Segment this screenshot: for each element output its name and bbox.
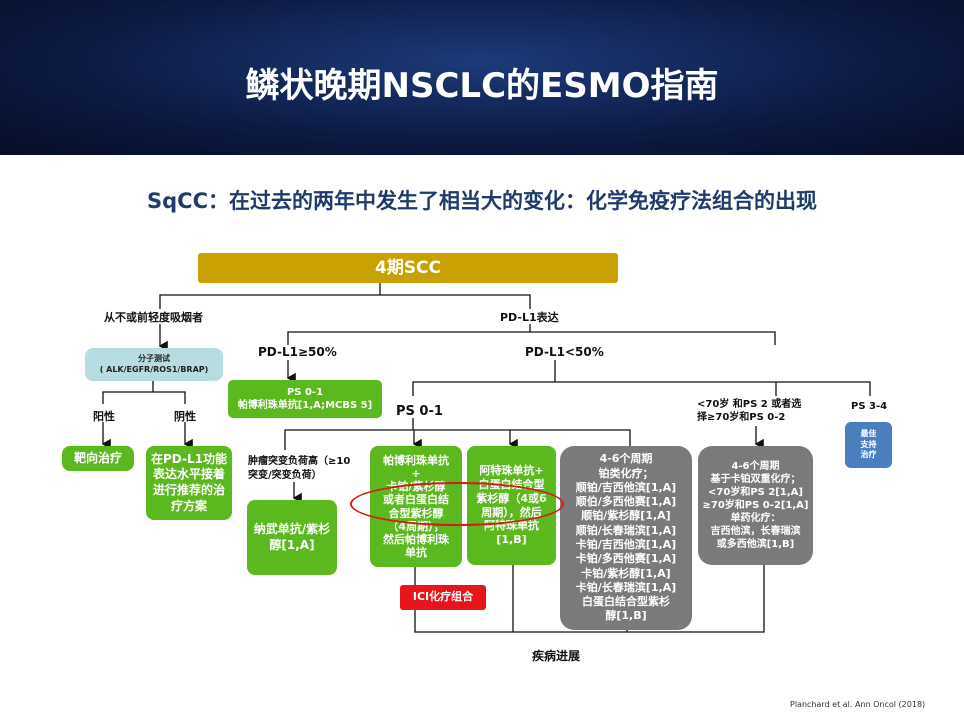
line: 肿瘤突变负荷高（≥10 — [248, 456, 351, 467]
line: [1,B] — [496, 533, 527, 546]
line: ≥70岁和PS 0-2[1,A] — [702, 500, 809, 511]
line: 顺伯/多西他赛[1,A] — [575, 495, 677, 509]
line: 卡铂/紫杉醇[1,A] — [581, 566, 671, 580]
mol-test-genes: ( ALK/EGFR/ROS1/BRAP) — [99, 364, 209, 374]
line: 帕博利珠单抗 — [383, 453, 449, 467]
nivolumab-box: 纳武单抗/紫杉醇[1,A] — [247, 500, 337, 575]
progression-label: 疾病进展 — [532, 649, 581, 663]
line: 帕博利珠单抗[1,A;MCBS 5] — [237, 400, 373, 411]
pdl1-low-label: PD-L1<50% — [525, 345, 604, 359]
line: 卡铂/多西他赛[1,A] — [575, 552, 677, 566]
line: PS 0-1 — [286, 387, 324, 398]
line: 卡铂/吉西他滨[1,A] — [575, 538, 677, 551]
line: 铂类化疗； — [598, 466, 654, 480]
platinum-chemo-box: 4-6个周期铂类化疗；顺铂/吉西他滨[1,A]顺伯/多西他赛[1,A]顺铂/紫杉… — [560, 446, 692, 630]
line: <70岁 和PS 2 或者选 — [697, 399, 802, 410]
line: 基于卡铂双重化疗； — [710, 474, 801, 485]
line: 在PD-L1功能 — [151, 451, 227, 466]
pdl1-negative-box: 在PD-L1功能表达水平接着进行推荐的治疗方案 — [146, 446, 232, 520]
line: 吉西他滨，长春瑞滨 — [710, 526, 801, 537]
line: 然后帕博利珠 — [383, 532, 449, 546]
line: 4-6个周期 — [599, 452, 653, 466]
carboplatin-doublet-box: 4-6个周期基于卡铂双重化疗； <70岁和PS 2[1,A] ≥70岁和PS 0-2… — [698, 446, 813, 565]
stage4-scc-box: 4期SCC — [198, 253, 618, 283]
pdl1-expression-label: PD-L1表达 — [500, 311, 559, 324]
positive-label: 阳性 — [93, 410, 115, 423]
pdl1-high-label: PD-L1≥50% — [258, 345, 337, 359]
negative-label: 阴性 — [174, 410, 196, 423]
line: 疗方案 — [170, 498, 207, 513]
line: <70岁和PS 2[1,A] — [708, 487, 803, 498]
mol-test-title: 分子测试 — [138, 354, 170, 364]
line: 阿特珠单抗+ — [479, 464, 544, 478]
line: 醇[1,B] — [605, 609, 647, 623]
line: 醇[1,A] — [269, 537, 315, 552]
line: 最佳 — [860, 429, 877, 439]
ps34-label: PS 3-4 — [851, 401, 888, 412]
page-title: 鳞状晚期NSCLC的ESMO指南 — [245, 66, 719, 106]
line: 顺铂/吉西他滨[1,A] — [575, 480, 677, 494]
elderly-label: <70岁 和PS 2 或者选择≥70岁和PS 0-2 — [697, 398, 801, 424]
line: 突变/突变负荷） — [248, 469, 322, 481]
line: 纳武单抗/紫杉 — [253, 521, 331, 536]
never-smoker-label: 从不或前轻度吸烟者 — [104, 311, 203, 324]
pdl1-high-box: PS 0-1 帕博利珠单抗[1,A;MCBS 5] — [228, 380, 382, 418]
line: 表达水平接着 — [152, 467, 225, 482]
line: 4-6个周期 — [731, 461, 780, 472]
line: 顺铂/长春瑞滨[1,A] — [575, 523, 677, 537]
highlight-ellipse — [350, 482, 564, 526]
line: 进行推荐的治 — [152, 483, 225, 497]
line: 支持 — [860, 439, 877, 449]
citation: Planchard et al. Ann Oncol (2018) — [790, 700, 926, 709]
best-supportive-care-box: 最佳支持治疗 — [845, 422, 892, 468]
header-banner: 鳞状晚期NSCLC的ESMO指南 — [0, 0, 964, 155]
targeted-therapy-box: 靶向治疗 — [62, 446, 134, 471]
line: 卡铂/长春瑞滨[1,A] — [575, 580, 677, 594]
line: + — [411, 466, 421, 480]
line: 治疗 — [860, 450, 877, 460]
molecular-test-box: 分子测试 ( ALK/EGFR/ROS1/BRAP) — [85, 348, 223, 381]
tmb-label: 肿瘤突变负荷高（≥10 突变/突变负荷） — [248, 455, 350, 482]
line: 择≥70岁和PS 0-2 — [697, 412, 786, 423]
ps01-label: PS 0-1 — [396, 404, 443, 419]
line: 单药化疗： — [730, 513, 781, 524]
line: 顺铂/紫杉醇[1,A] — [581, 509, 671, 523]
subtitle: SqCC：在过去的两年中发生了相当大的变化：化学免疫疗法组合的出现 — [147, 189, 817, 213]
line: 单抗 — [405, 546, 427, 560]
line: 白蛋白结合型紫杉 — [582, 595, 670, 609]
line: 或多西他滨[1,B] — [716, 539, 795, 550]
ici-chemo-combo-badge: ICI化疗组合 — [400, 585, 486, 610]
